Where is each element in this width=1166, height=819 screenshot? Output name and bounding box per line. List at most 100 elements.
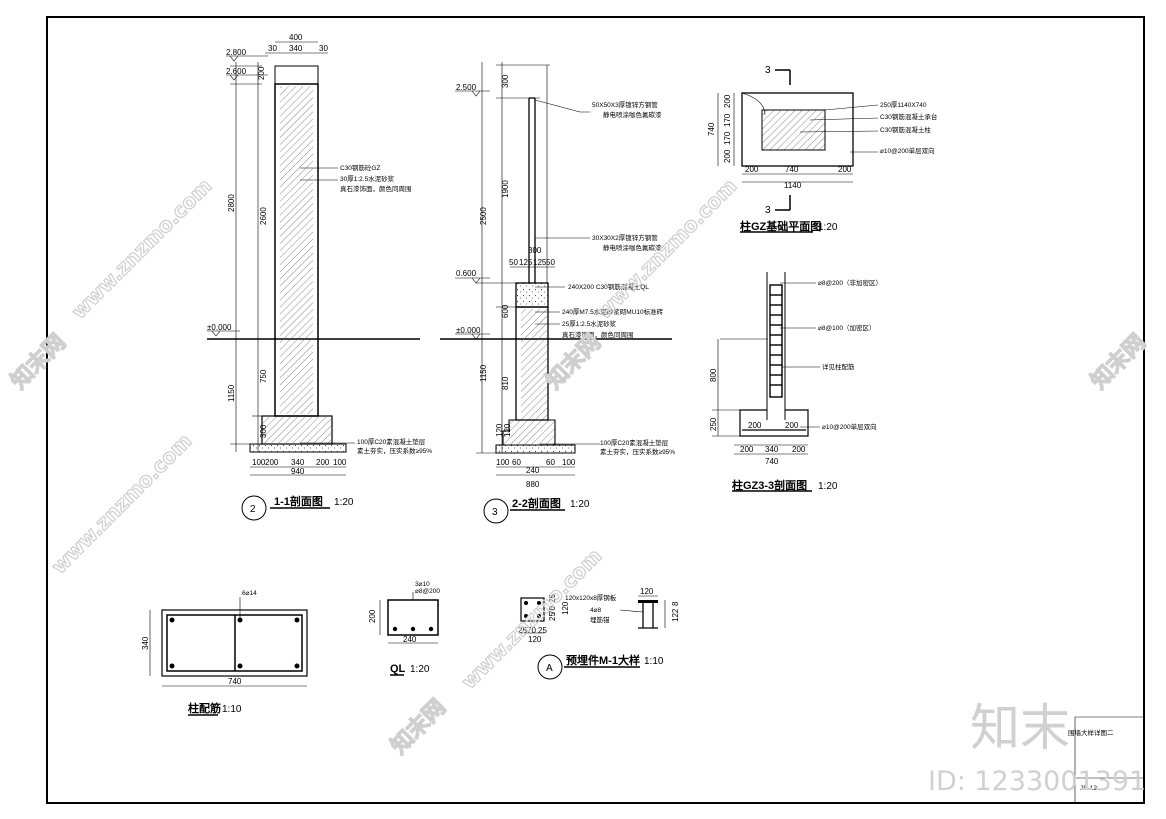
dim-top-340: 340 [289, 44, 303, 53]
dim-22-120b: 120 [503, 423, 512, 437]
wm-brand-1: 知末网 [6, 329, 71, 394]
title-block: 围墙大样详图二 JS-12 [1068, 716, 1143, 803]
section-title-2: 2-2剖面图 [512, 496, 561, 510]
m1-dim-70b: 70 [548, 606, 557, 615]
gz33-dim-bot740: 740 [765, 457, 779, 466]
wm-site-4: www.znzmo.com [457, 544, 607, 694]
gz33-note-stirrup-100: ⌀8@100（加密区） [818, 323, 875, 332]
dim-left-300: 300 [259, 424, 268, 438]
dim-22-bot60b: 60 [546, 458, 555, 467]
section-title: 1-1剖面图 [274, 494, 323, 508]
note-coat-2: 静电喷涂咖色氟碳漆 [603, 243, 662, 252]
elev-2500: 2.500 [456, 83, 477, 92]
plan-dim-bot200a: 200 [745, 165, 759, 174]
embed-m1: 120 25 70 25 25 70 120 25 120 8 122 120x… [518, 587, 680, 680]
dim-22-2500: 2500 [479, 207, 488, 225]
dim-22-1150: 1150 [479, 364, 488, 382]
m1-dim-120c: 120 [561, 601, 570, 615]
m1-dim-25c: 25 [548, 594, 557, 603]
note-mortar-25: 25厚1:2.5水泥砂浆 [562, 319, 617, 328]
dim-22-120a: 120 [495, 423, 504, 437]
gz33-note-base: ⌀10@200单层双向 [822, 422, 877, 431]
note-coat-1: 静电喷涂咖色氟碳漆 [603, 110, 662, 119]
m1-dim-70a: 70 [527, 626, 536, 635]
note-mortar: 30厚1:2.5水泥砂浆 [340, 174, 395, 183]
m1-number: A [546, 663, 553, 674]
note-soil: 素土夯实，压实系数≥95% [357, 446, 432, 455]
dim-22-top50b: 50 [546, 258, 555, 267]
sheet-number: JS-12 [1080, 785, 1097, 792]
note-cushion: 100厚C20素混凝土垫层 [357, 437, 426, 446]
gz33-dim-in200b: 200 [785, 421, 799, 430]
gz33-note-stirrup-200: ⌀8@200（非加密区） [818, 278, 882, 287]
dim-22-bot100a: 100 [496, 458, 510, 467]
wm-brand-3: 知末网 [386, 694, 451, 759]
m1-dim-120a: 120 [640, 587, 654, 596]
plan-scale: 1:20 [818, 222, 838, 233]
dim-22-bot60a: 60 [512, 458, 521, 467]
plan-dim-200a: 200 [723, 94, 732, 108]
section-3-3: ⌀8@200（非加密区） ⌀8@100（加密区） 详见柱配筋 ⌀10@200单层… [709, 272, 882, 492]
plan-note-bars: ⌀10@200单层双向 [880, 146, 935, 155]
stirrups [770, 294, 782, 386]
dim-22-top50a: 50 [509, 258, 518, 267]
plan-note-c30-col: C30钢筋混凝土柱 [880, 125, 931, 134]
note-paint: 真石漆饰面，颜色同周围 [340, 184, 412, 193]
plan-dim-170b: 170 [723, 131, 732, 145]
dim-bot-100b: 100 [333, 458, 347, 467]
wm-brand-4: 知末网 [1086, 329, 1151, 394]
plan-dim-bot1140: 1140 [784, 181, 802, 190]
ql-title: QL [390, 663, 406, 675]
dim-22-bot880: 880 [526, 480, 540, 489]
plan-section-mark-top: 3 [765, 65, 771, 76]
dim-bot-100a: 100 [252, 458, 266, 467]
m1-dim-122: 122 [671, 608, 680, 622]
gz33-note-ref: 详见柱配筋 [822, 362, 855, 371]
dim-left-200: 200 [257, 66, 266, 80]
col-rebar-title: 柱配筋 [188, 701, 221, 715]
wm-site-3: www.znzmo.com [47, 429, 197, 579]
col-rebar-dim-h: 340 [141, 636, 150, 650]
col-rebar-scale: 1:10 [222, 704, 242, 715]
dim-top-30a: 30 [268, 44, 277, 53]
rebar-dots [169, 617, 300, 669]
wm-site-1: www.znzmo.com [67, 174, 217, 324]
m1-dim-25b: 25 [538, 626, 547, 635]
dim-22-bot100b: 100 [562, 458, 576, 467]
gz33-dim-in200a: 200 [748, 421, 762, 430]
note-cushion-2: 100厚C20素混凝土垫层 [600, 438, 669, 447]
gz33-title: 柱GZ3-3剖面图 [732, 478, 807, 492]
elev-0600: 0.600 [456, 269, 477, 278]
dim-22-1900: 1900 [501, 180, 510, 198]
plan-note-cap: 250厚1140X740 [880, 101, 927, 109]
note-brick: 240厚M7.5水泥砂浆砌MU10标准砖 [562, 307, 664, 316]
dim-22-top125b: 125 [533, 258, 547, 267]
gz33-dim-bot340: 340 [765, 445, 779, 454]
m1-note-plate: 120x120x8厚钢板 [565, 593, 617, 602]
ql-dim-h: 200 [368, 609, 377, 623]
section-scale-2: 1:20 [570, 499, 590, 510]
m1-dim-25a: 25 [518, 626, 527, 635]
dim-22-top300: 300 [528, 246, 542, 255]
m1-title: 预埋件M-1大样 [566, 653, 640, 667]
elev-zero: ±0.000 [207, 323, 232, 332]
watermarks: 知末网 www.znzmo.com 知末网 www.znzmo.com www.… [5, 173, 1151, 797]
gz33-dim-800: 800 [709, 368, 718, 382]
gz33-dim-250: 250 [709, 417, 718, 431]
plan-note-c30-cap: C30钢筋混凝土承台 [880, 112, 937, 121]
section-2-2: 2.500 0.600 ±0.000 300 1900 2500 600 115… [440, 62, 675, 524]
col-rebar-dim-w: 740 [228, 677, 242, 686]
dim-22-bot240: 240 [526, 466, 540, 475]
plan-title: 柱GZ基础平面图 [740, 219, 821, 233]
gz33-scale: 1:20 [818, 481, 838, 492]
plan-section-mark-bot: 3 [765, 205, 771, 216]
m1-dim-25d: 25 [548, 612, 557, 621]
column-rebar: 6⌀14 340 740 柱配筋 1:10 [141, 590, 308, 716]
dim-22-810: 810 [501, 376, 510, 390]
dim-22-top125a: 125 [519, 258, 533, 267]
ql-dim-w: 240 [403, 635, 417, 644]
dim-bot-940: 940 [291, 467, 305, 476]
sheet-name: 围墙大样详图二 [1068, 728, 1114, 737]
dim-bot-200a: 200 [265, 458, 279, 467]
